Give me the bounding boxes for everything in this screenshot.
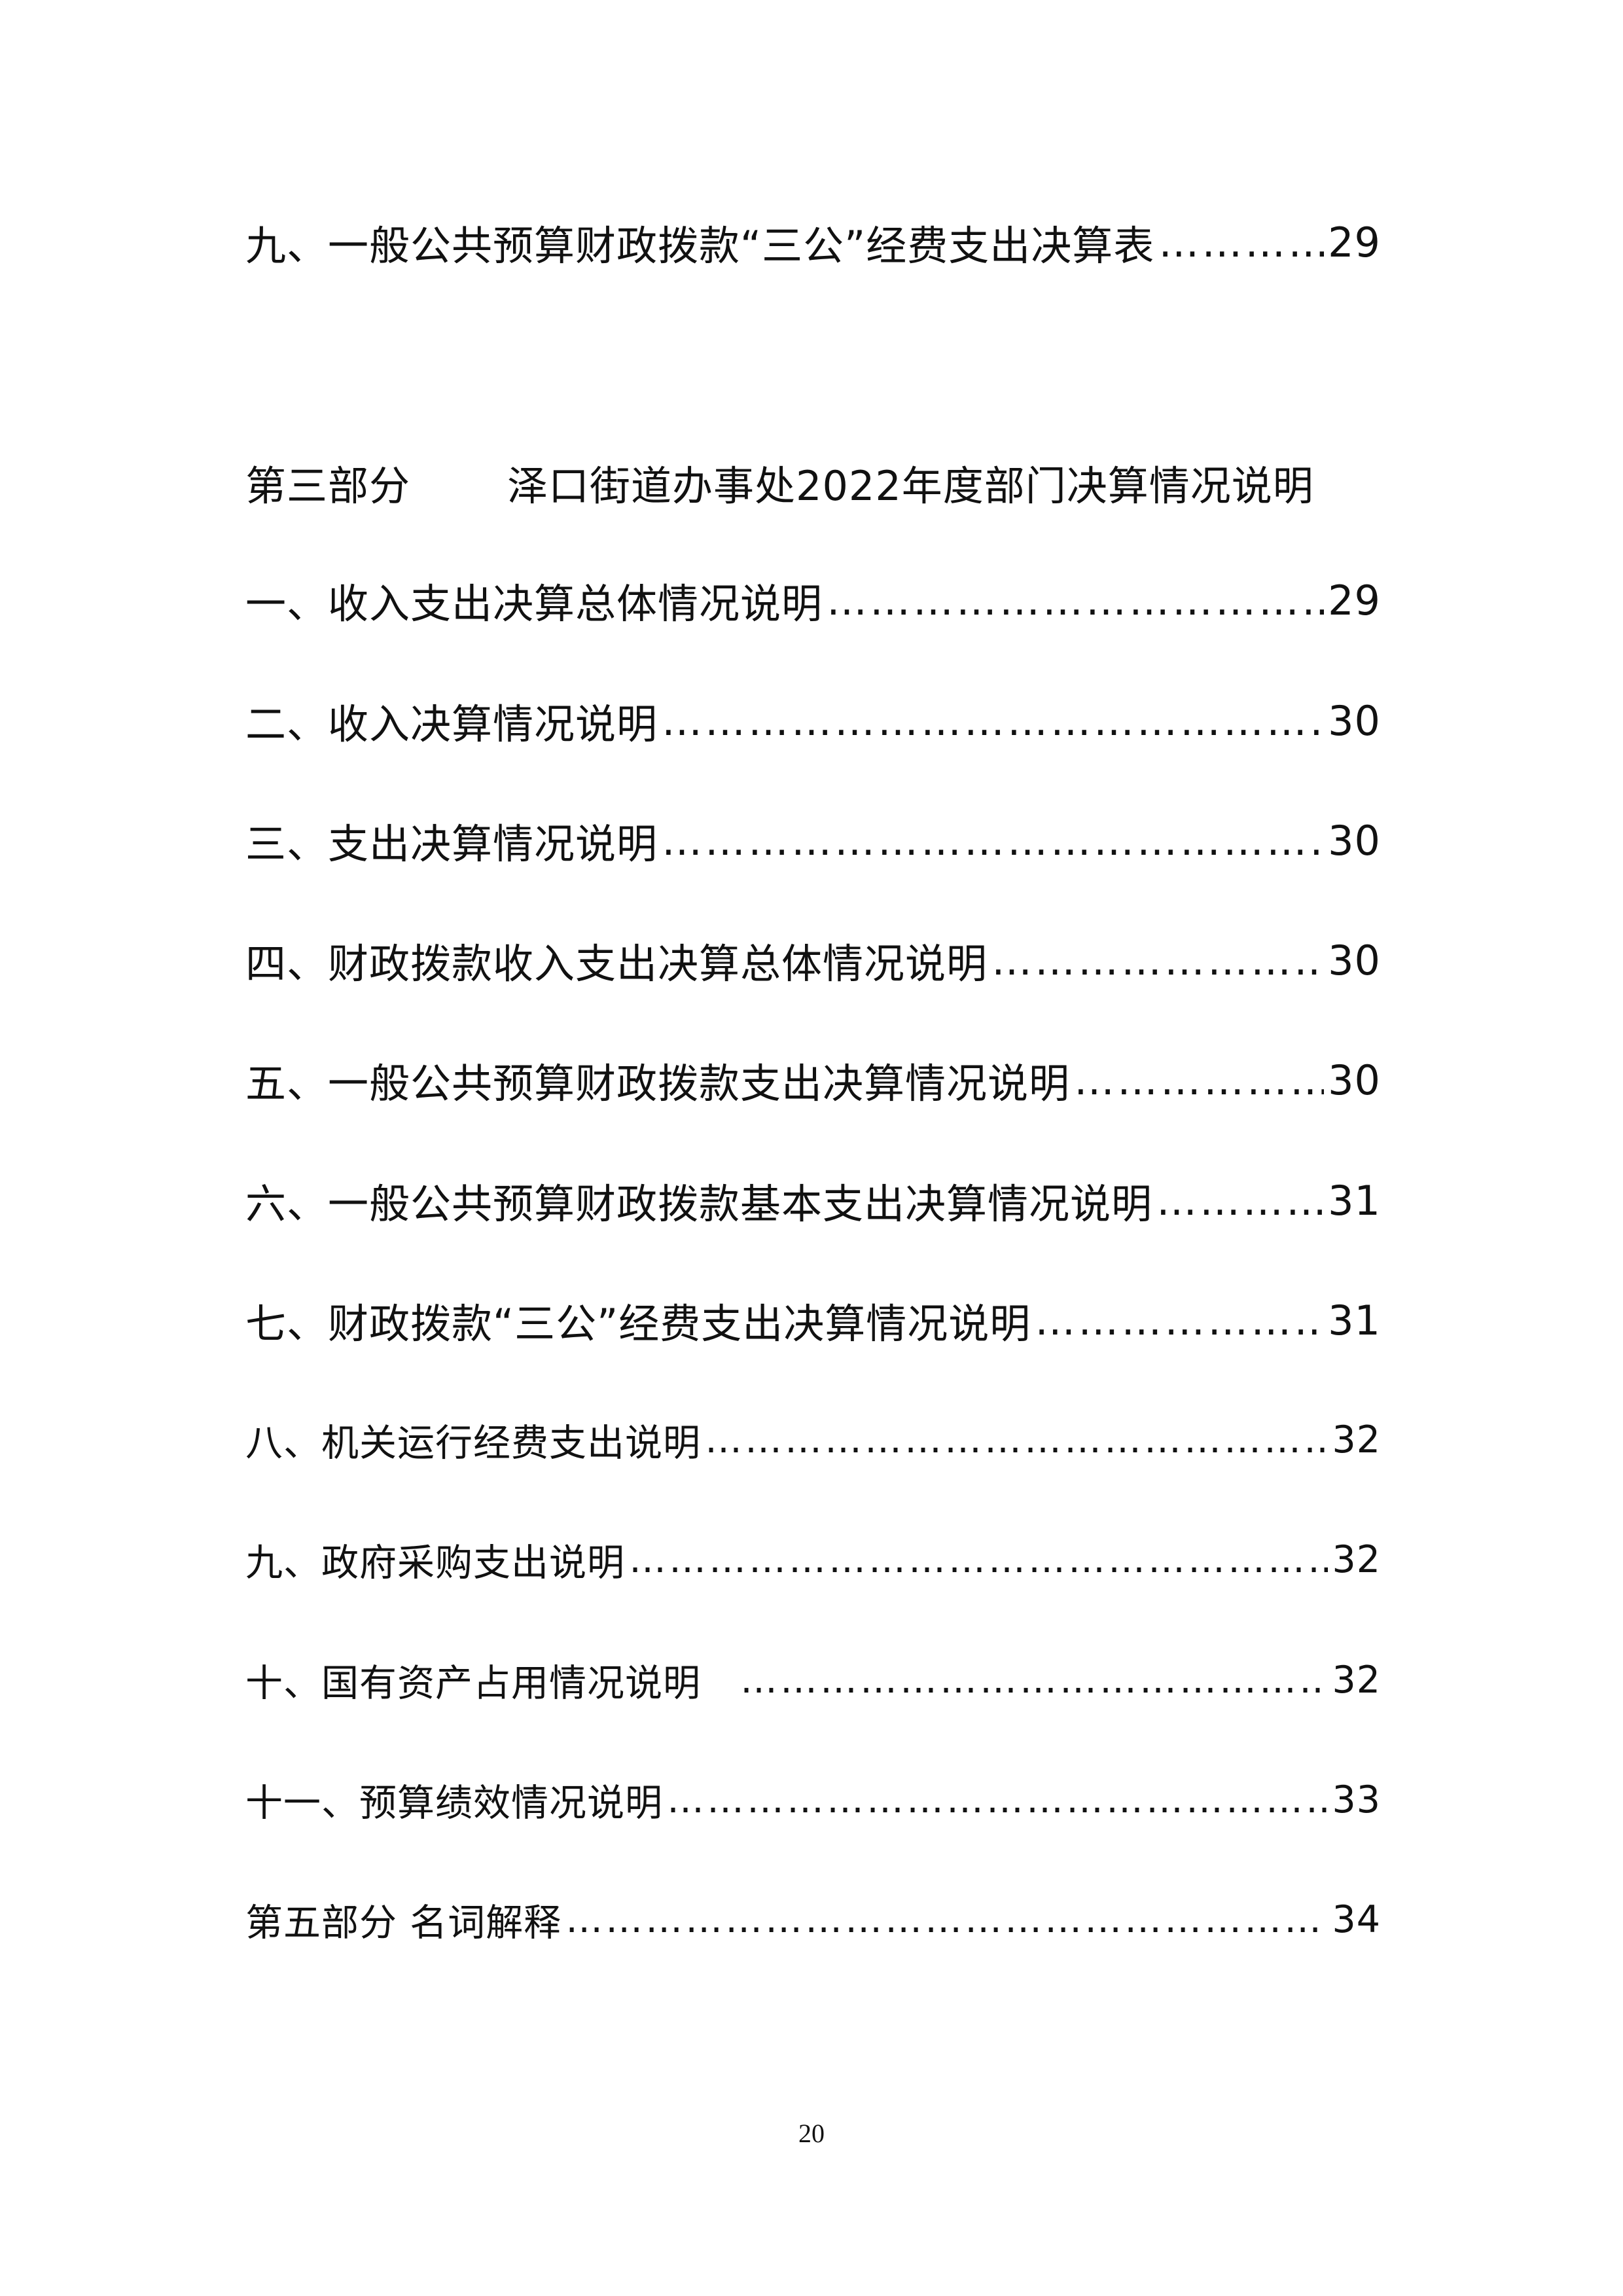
toc-entry-page: 32 <box>1332 1538 1381 1581</box>
dot-leader <box>1074 1056 1324 1104</box>
toc-entry-label: 二、收入决算情况说明 <box>245 700 658 748</box>
toc-entry-page: 29 <box>1328 218 1381 266</box>
dot-leader <box>629 1538 1328 1581</box>
toc-entry-label: 十一、预算绩效情况说明 <box>245 1782 663 1825</box>
toc-entry: 九、政府采购支出说明 32 <box>245 1524 1381 1596</box>
toc-entry-page: 31 <box>1328 1176 1381 1225</box>
toc-entry-page: 32 <box>1332 1659 1381 1702</box>
toc-entry: 八、机关运行经费支出说明 32 <box>245 1404 1381 1476</box>
dot-leader <box>991 937 1324 984</box>
toc-entry-page: 30 <box>1328 816 1381 865</box>
page-number: 20 <box>798 2119 825 2148</box>
toc-entry-page: 34 <box>1332 1898 1381 1941</box>
toc-entry: 一、收入支出决算总体情况说明 29 <box>245 564 1381 636</box>
dot-leader <box>740 1659 1328 1702</box>
toc-entry-page: 32 <box>1332 1418 1381 1462</box>
toc-entry-label: 四、财政拨款收入支出决算总体情况说明 <box>245 940 988 988</box>
toc-entry: 第五部分 名词解释 34 <box>245 1884 1381 1956</box>
dot-leader <box>1158 219 1324 266</box>
toc-entry: 六、一般公共预算财政拨款基本支出决算情况说明 31 <box>245 1164 1381 1236</box>
toc-entry-label: 第五部分 名词解释 <box>245 1901 562 1945</box>
dot-leader <box>827 577 1324 624</box>
toc-entry: 十一、预算绩效情况说明 33 <box>245 1764 1381 1836</box>
toc-entry: 四、财政拨款收入支出决算总体情况说明 30 <box>245 924 1381 996</box>
toc-entry-page: 33 <box>1332 1778 1381 1821</box>
toc-entry-label: 一、收入支出决算总体情况说明 <box>245 580 823 628</box>
dot-leader <box>662 697 1324 745</box>
toc-entry: 五、一般公共预算财政拨款支出决算情况说明 30 <box>245 1044 1381 1116</box>
dot-leader <box>1035 1297 1324 1344</box>
dot-leader <box>667 1778 1328 1821</box>
toc-entry-page: 31 <box>1328 1296 1381 1344</box>
toc-entry-page: 29 <box>1328 576 1381 624</box>
dot-leader <box>662 817 1324 865</box>
toc-entry-page: 30 <box>1328 936 1381 984</box>
toc-entry-label: 五、一般公共预算财政拨款支出决算情况说明 <box>245 1060 1071 1107</box>
toc-entry: 七、财政拨款“三公”经费支出决算情况说明 31 <box>245 1284 1381 1356</box>
toc-entry: 二、收入决算情况说明 30 <box>245 685 1381 757</box>
toc-entry-label: 七、财政拨款“三公”经费支出决算情况说明 <box>245 1300 1031 1348</box>
section-part: 第三部分 <box>245 462 411 510</box>
toc-entry: 十、国有资产占用情况说明 32 <box>245 1644 1381 1716</box>
dot-leader <box>705 1418 1328 1462</box>
toc-entry-label: 三、支出决算情况说明 <box>245 820 658 868</box>
toc-entry-page: 30 <box>1328 1056 1381 1104</box>
toc-entry-label: 九、一般公共预算财政拨款“三公”经费支出决算表 <box>245 222 1155 270</box>
toc-entry-label: 十、国有资产占用情况说明 <box>245 1662 701 1705</box>
toc-entry-label: 九、政府采购支出说明 <box>245 1541 625 1585</box>
dot-leader <box>565 1898 1328 1941</box>
toc-entry-label: 六、一般公共预算财政拨款基本支出决算情况说明 <box>245 1180 1153 1228</box>
section-heading: 第三部分 泽口街道办事处2022年度部门决算情况说明 <box>245 446 1314 518</box>
toc-entry-page: 30 <box>1328 696 1381 745</box>
toc-top-entry: 九、一般公共预算财政拨款“三公”经费支出决算表 29 <box>245 206 1381 278</box>
section-title: 泽口街道办事处2022年度部门决算情况说明 <box>507 462 1314 510</box>
toc-entry: 三、支出决算情况说明 30 <box>245 804 1381 876</box>
toc-entry-label: 八、机关运行经费支出说明 <box>245 1422 701 1465</box>
dot-leader <box>1156 1177 1324 1225</box>
